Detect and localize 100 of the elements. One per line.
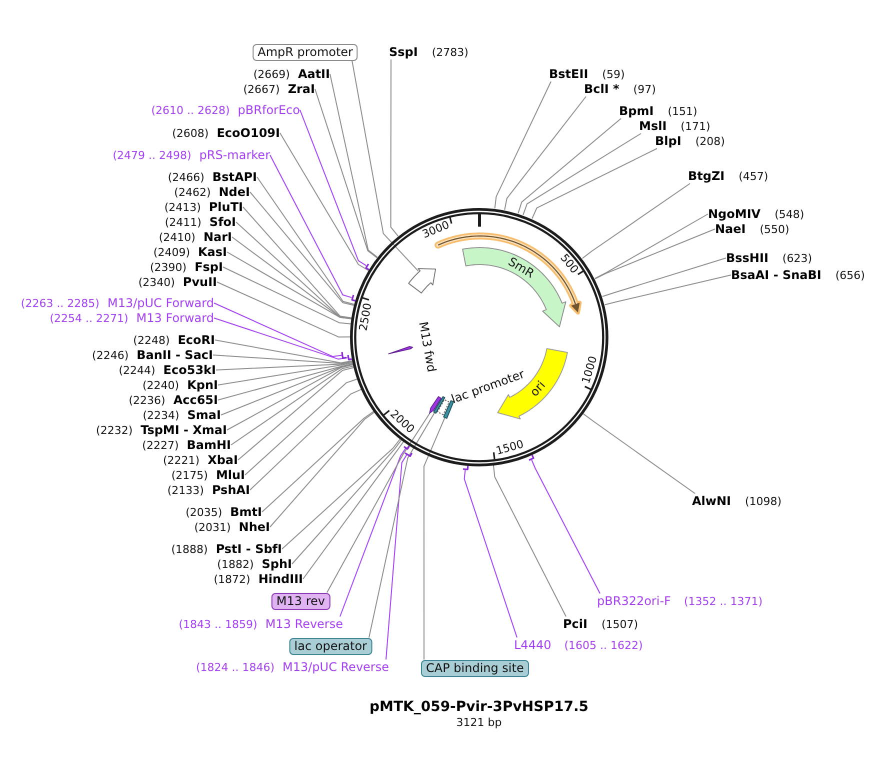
cut-position: (2667) xyxy=(243,82,280,96)
cut-position: (151) xyxy=(668,104,698,118)
leader-line xyxy=(582,183,690,259)
leader-line xyxy=(256,176,355,305)
leader-line xyxy=(300,110,367,266)
enzyme-name: BclI * xyxy=(584,82,620,96)
cut-position: (2035) xyxy=(186,506,222,518)
cut-position: (2669) xyxy=(253,68,290,80)
cut-position: (2133) xyxy=(167,484,204,496)
cut-position: (2244) xyxy=(118,364,156,376)
primer-position: (1605 .. 1622) xyxy=(564,638,643,652)
cut-position: (2031) xyxy=(194,520,231,534)
leader-line xyxy=(250,388,362,490)
leader-line xyxy=(602,258,726,298)
leader-line xyxy=(368,412,435,638)
cut-position: (2340) xyxy=(138,276,175,288)
cut-position: (2410) xyxy=(158,230,196,244)
enzyme-name: XbaI xyxy=(208,453,238,467)
cut-position: (1882) xyxy=(217,558,254,570)
enzyme-name: BssHII xyxy=(726,251,768,265)
leader-line xyxy=(262,410,374,512)
enzyme-name: ZraI xyxy=(288,82,315,96)
cut-position: (2221) xyxy=(163,454,200,466)
primer-name: M13 Reverse xyxy=(265,617,343,631)
leader-line xyxy=(492,464,566,617)
leader-line xyxy=(464,469,518,638)
enzyme-name: BsaAI - SnaBI xyxy=(731,268,822,282)
enzyme-name: AatII xyxy=(298,67,330,81)
leader-line xyxy=(280,132,369,271)
cut-position: (1507) xyxy=(602,618,638,630)
cut-position: (2466) xyxy=(168,170,204,184)
leader-line xyxy=(214,318,348,360)
leader-line xyxy=(238,367,354,460)
cut-position: (2232) xyxy=(96,424,133,436)
primer-name: M13/pUC Reverse xyxy=(282,660,389,674)
feature-tag: M13 rev xyxy=(271,592,330,610)
primer-mark xyxy=(388,346,413,354)
enzyme-name: PvuII xyxy=(182,275,217,289)
leader-line xyxy=(532,148,658,220)
enzyme-name: MslI xyxy=(639,119,667,133)
leader-line xyxy=(226,252,352,320)
primer-position: (1843 .. 1859) xyxy=(178,618,258,630)
cut-position: (2783) xyxy=(432,46,468,58)
enzyme-name: BstEII xyxy=(549,67,588,81)
feature-band xyxy=(408,268,436,294)
enzyme-name: BpmI xyxy=(619,104,654,118)
cut-position: (2227) xyxy=(142,438,179,452)
scale-label: 1500 xyxy=(495,438,526,458)
primer-position: (2610 .. 2628) xyxy=(151,104,230,116)
leader-line xyxy=(330,74,378,258)
leader-line xyxy=(270,412,375,528)
leader-line xyxy=(594,214,708,279)
leader-line xyxy=(220,364,354,416)
leader-line xyxy=(282,438,401,550)
enzyme-name: EcoO109I xyxy=(216,126,280,140)
primer-site-mark xyxy=(346,354,353,361)
feature-tag: lac operator xyxy=(289,638,372,654)
cut-position: (2240) xyxy=(142,378,180,392)
leader-line xyxy=(340,448,406,617)
leader-line xyxy=(326,412,430,593)
enzyme-name: SphI xyxy=(262,557,292,571)
leader-line xyxy=(226,364,354,430)
leader-line xyxy=(292,439,402,564)
leader-line xyxy=(504,96,586,210)
leader-line xyxy=(242,206,352,318)
enzyme-name: SfoI xyxy=(209,215,236,229)
primer-site-mark xyxy=(350,294,356,302)
enzyme-name: EcoRI xyxy=(178,333,215,347)
scale-label: 2500 xyxy=(358,302,375,332)
leader-line xyxy=(352,60,419,272)
enzyme-name: HindIII xyxy=(258,572,303,586)
primer-position: (2263 .. 2285) xyxy=(20,296,100,310)
leader-line xyxy=(214,340,353,364)
primer-site-mark xyxy=(462,464,469,470)
cut-position: (1872) xyxy=(214,572,250,586)
cut-position: (2409) xyxy=(153,246,190,258)
leader-line xyxy=(218,362,354,386)
plasmid-size: 3121 bp xyxy=(456,716,502,729)
primer-position: (2479 .. 2498) xyxy=(112,148,192,162)
enzyme-name: MluI xyxy=(216,468,245,482)
enzyme-name: KasI xyxy=(198,245,227,259)
enzyme-name: BanII - SacI xyxy=(136,348,213,362)
primer-name: pBRforEco xyxy=(238,103,300,117)
cut-position: (656) xyxy=(835,268,865,282)
enzyme-name: BlpI xyxy=(655,134,682,148)
leader-line xyxy=(214,302,342,358)
feature-tag: CAP binding site xyxy=(421,660,529,676)
cut-position: (457) xyxy=(738,170,768,182)
primer-name: pRS-marker xyxy=(199,148,270,162)
primer-site-mark xyxy=(364,263,370,271)
leader-line xyxy=(582,413,696,494)
primer-name: L4440 xyxy=(514,638,552,652)
enzyme-name: PluTI xyxy=(208,200,243,214)
primer-site-mark xyxy=(404,452,412,457)
leader-line xyxy=(518,118,622,214)
feature-tag: AmpR promoter xyxy=(252,44,358,60)
enzyme-name: SmaI xyxy=(187,408,221,422)
leader-line xyxy=(386,454,408,660)
primer-site-mark xyxy=(341,351,348,360)
cut-position: (1888) xyxy=(171,542,208,556)
